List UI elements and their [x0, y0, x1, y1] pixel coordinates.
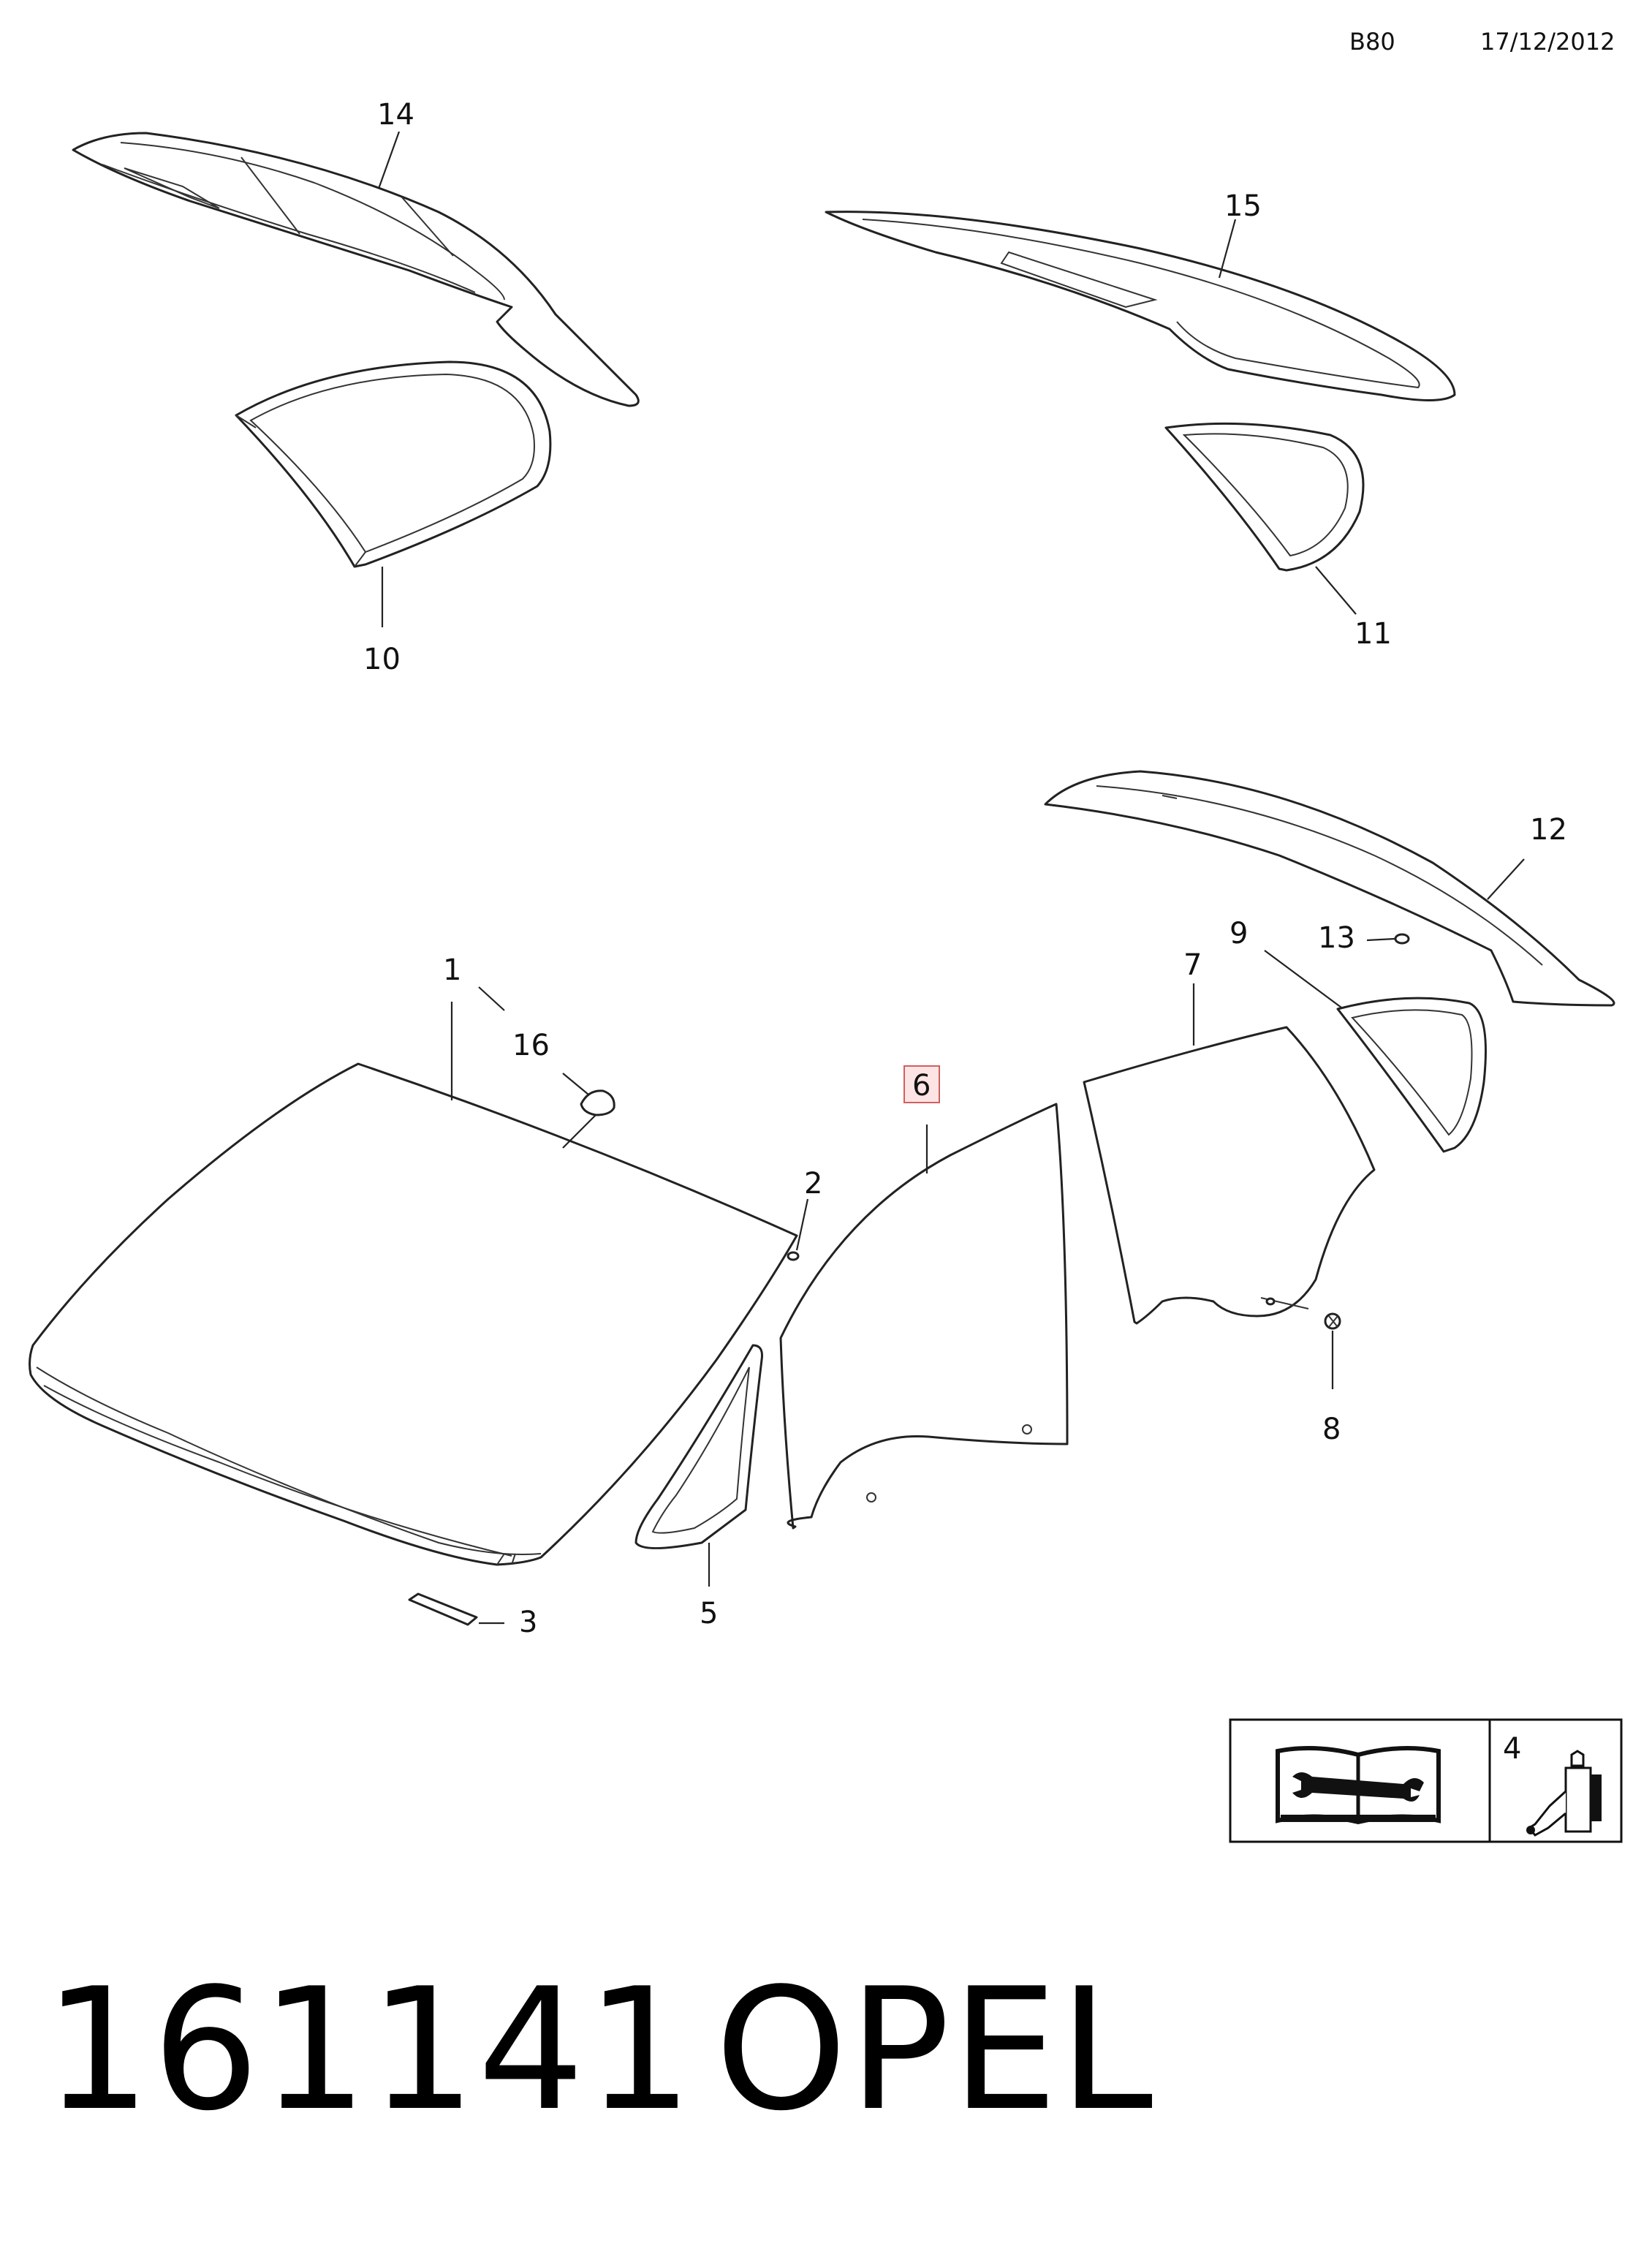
part-2-clip[interactable]: [787, 1251, 800, 1261]
leader-lines: [377, 131, 1525, 1625]
part-10-quarter-window[interactable]: [235, 360, 552, 568]
part-1-windshield[interactable]: [29, 1062, 798, 1566]
part-9-vent-window[interactable]: [1336, 997, 1487, 1153]
callout-5[interactable]: 5: [700, 1597, 718, 1630]
manual-wrench-icon: [1276, 1746, 1441, 1825]
callout-13[interactable]: 13: [1318, 921, 1355, 955]
callout-2[interactable]: 2: [804, 1167, 822, 1201]
part-number: 161141: [44, 1953, 694, 2148]
callout-15[interactable]: 15: [1224, 189, 1262, 223]
part-13-clip[interactable]: [1394, 933, 1410, 945]
part-15-door-glass-upper[interactable]: [825, 211, 1456, 401]
part-7-rear-door-glass[interactable]: [1083, 1026, 1376, 1325]
part-8-fastener[interactable]: [1265, 1297, 1341, 1330]
callout-11[interactable]: 11: [1354, 617, 1392, 651]
part-11-rear-quarter-window[interactable]: [1164, 422, 1365, 572]
callout-9[interactable]: 9: [1229, 917, 1248, 950]
callout-3[interactable]: 3: [519, 1606, 537, 1639]
part-16-mirror-mount[interactable]: [580, 1089, 615, 1116]
callout-14[interactable]: 14: [377, 98, 414, 132]
highlight-box: [903, 1065, 940, 1103]
callout-12[interactable]: 12: [1530, 813, 1567, 847]
part-6-front-door-glass[interactable]: [779, 1103, 1069, 1530]
callout-1[interactable]: 1: [443, 953, 461, 987]
callout-4[interactable]: 4: [1503, 1732, 1521, 1766]
brand-name: OPEL: [715, 1953, 1155, 2148]
part-3-molding-strip[interactable]: [408, 1592, 478, 1626]
callout-6[interactable]: 6: [912, 1069, 931, 1103]
callout-10[interactable]: 10: [363, 643, 401, 676]
diagram-date: 17/12/2012: [1480, 28, 1615, 56]
callout-16[interactable]: 16: [512, 1029, 550, 1062]
callout-7[interactable]: 7: [1183, 948, 1202, 982]
part-5-front-quarter-seal[interactable]: [634, 1344, 763, 1549]
diagram-code: B80: [1349, 28, 1395, 56]
legend-box: 4: [1229, 1718, 1623, 1843]
callout-8[interactable]: 8: [1322, 1413, 1341, 1446]
part-14-quarter-glass-frame[interactable]: [72, 132, 640, 407]
adhesive-bottle-icon: [1526, 1750, 1602, 1837]
part-12-rear-side-glass[interactable]: [1044, 770, 1615, 1007]
